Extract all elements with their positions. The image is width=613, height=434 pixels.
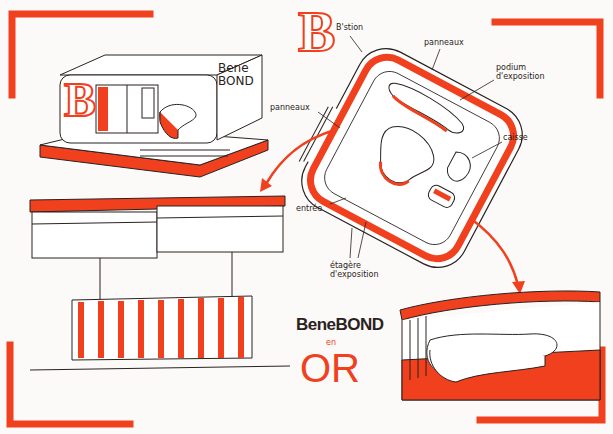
- annotation-label: caisse: [503, 134, 528, 143]
- frame-corner: [495, 22, 600, 95]
- logo-letter: B: [298, 4, 335, 60]
- annotation-label: étagère d'exposition: [330, 262, 392, 280]
- shelf-sketch: [30, 196, 290, 370]
- annotation-label: panneaux: [270, 104, 310, 113]
- annotation-label: B'stion: [336, 24, 363, 33]
- logo-letter: B: [64, 76, 96, 124]
- annotation-label: BeneBOND: [296, 316, 384, 335]
- annotation-label: podium d'exposition: [496, 64, 566, 82]
- annotation-label: Bene BOND: [218, 62, 258, 88]
- annotation-label: panneaux: [424, 39, 464, 48]
- annotation-label: entrée: [296, 205, 322, 214]
- annotation-label: OR: [300, 346, 360, 390]
- arrow-head: [260, 178, 272, 192]
- view-arrow: [266, 130, 518, 285]
- booth-sketch: [40, 55, 268, 177]
- leader-line: [318, 36, 502, 258]
- counter-sketch: [400, 291, 600, 400]
